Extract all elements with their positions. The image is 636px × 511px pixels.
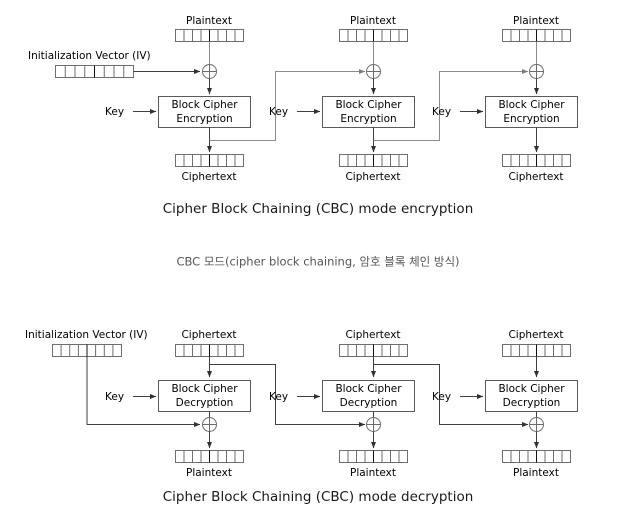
decryption-xor-2 [366, 417, 381, 432]
encryption-key-label-1: Key [105, 106, 124, 118]
decryption-iv-group: Initialization Vector (IV) [25, 329, 201, 428]
decryption-cipher-box-2 [322, 380, 415, 412]
encryption-plaintext-label-2: Plaintext [350, 15, 396, 27]
encryption-plaintext-bitblock-3 [502, 29, 571, 42]
encryption-block-1: Plaintext Key [105, 15, 366, 183]
encryption-ciphertext-bitblock-2 [339, 154, 408, 167]
decryption-key-label-1: Key [105, 391, 124, 403]
decryption-ciphertext-bitblock-2 [339, 344, 408, 357]
encryption-iv-group: Initialization Vector (IV) [28, 50, 201, 78]
decryption-ciphertext-bitblock-3 [502, 344, 571, 357]
decryption-cipher-box-3 [485, 380, 578, 412]
encryption-ciphertext-bitblock-3 [502, 154, 571, 167]
encryption-feedback-wire-2 [373, 68, 529, 141]
encryption-plaintext-label-3: Plaintext [513, 15, 559, 27]
encryption-diagram: Initialization Vector (IV) Plaintext [28, 15, 578, 217]
encryption-plaintext-bitblock-2 [339, 29, 408, 42]
decryption-block-1: Ciphertext Key Block Cipher Decryption [105, 329, 366, 479]
decryption-ciphertext-label-1: Ciphertext [181, 329, 236, 341]
decryption-cipher-line1-3: Block Cipher [498, 383, 565, 395]
encryption-caption: Cipher Block Chaining (CBC) mode encrypt… [163, 201, 474, 217]
decryption-plaintext-bitblock-2 [339, 450, 408, 463]
encryption-cipher-line2-1: Encryption [176, 113, 232, 125]
encryption-plaintext-bitblock-1 [175, 29, 244, 42]
encryption-ciphertext-label-3: Ciphertext [508, 171, 563, 183]
decryption-cipher-line1-1: Block Cipher [171, 383, 238, 395]
encryption-cipher-box-1 [158, 96, 251, 128]
decryption-plaintext-bitblock-1 [175, 450, 244, 463]
encryption-iv-label: Initialization Vector (IV) [28, 50, 151, 62]
decryption-plaintext-bitblock-3 [502, 450, 571, 463]
decryption-feedback-wire-2 [373, 364, 529, 428]
decryption-plaintext-label-1: Plaintext [186, 467, 232, 479]
encryption-cipher-line2-3: Encryption [503, 113, 559, 125]
encryption-key-label-3: Key [432, 106, 451, 118]
decryption-key-label-3: Key [432, 391, 451, 403]
encryption-ciphertext-bitblock-1 [175, 154, 244, 167]
decryption-ciphertext-bitblock-1 [175, 344, 244, 357]
decryption-cipher-line2-2: Decryption [340, 397, 398, 409]
encryption-block-2: Plaintext Key Block Cipher [269, 15, 529, 183]
decryption-xor-3 [529, 417, 544, 432]
encryption-cipher-line1-3: Block Cipher [498, 99, 565, 111]
decryption-diagram: Initialization Vector (IV) Ciphertext [25, 329, 578, 505]
decryption-cipher-line1-2: Block Cipher [335, 383, 402, 395]
decryption-feedback-wire-1 [209, 364, 366, 428]
encryption-key-label-2: Key [269, 106, 288, 118]
encryption-cipher-line1-2: Block Cipher [335, 99, 402, 111]
encryption-xor-3 [529, 64, 544, 79]
decryption-key-label-2: Key [269, 391, 288, 403]
decryption-iv-bitblock [52, 344, 122, 357]
decryption-caption: Cipher Block Chaining (CBC) mode decrypt… [163, 489, 474, 505]
decryption-ciphertext-label-2: Ciphertext [345, 329, 400, 341]
encryption-cipher-line2-2: Encryption [340, 113, 396, 125]
decryption-cipher-line2-1: Decryption [176, 397, 234, 409]
middle-note: CBC 모드(cipher block chaining, 암호 블록 체인 방… [176, 255, 459, 269]
decryption-ciphertext-label-3: Ciphertext [508, 329, 563, 341]
encryption-cipher-line1-1: Block Cipher [171, 99, 238, 111]
encryption-ciphertext-label-2: Ciphertext [345, 171, 400, 183]
decryption-cipher-line2-3: Decryption [503, 397, 561, 409]
encryption-xor-2 [366, 64, 381, 79]
decryption-plaintext-label-2: Plaintext [350, 467, 396, 479]
encryption-iv-bitblock [55, 65, 134, 78]
decryption-block-3: Ciphertext Key Block Cipher Decryption [432, 329, 578, 479]
encryption-block-3: Plaintext Key Block Cipher [432, 15, 578, 183]
decryption-iv-label: Initialization Vector (IV) [25, 329, 148, 341]
decryption-cipher-box-1 [158, 380, 251, 412]
encryption-feedback-wire-1 [209, 68, 366, 141]
encryption-plaintext-label-1: Plaintext [186, 15, 232, 27]
decryption-block-2: Ciphertext Key Block Cipher Decryption [269, 329, 529, 479]
encryption-xor-1 [202, 64, 217, 79]
decryption-iv-to-xor-wire [86, 356, 201, 428]
encryption-ciphertext-label-1: Ciphertext [181, 171, 236, 183]
decryption-plaintext-label-3: Plaintext [513, 467, 559, 479]
decryption-xor-1 [202, 417, 217, 432]
encryption-cipher-box-2 [322, 96, 415, 128]
encryption-cipher-box-3 [485, 96, 578, 128]
